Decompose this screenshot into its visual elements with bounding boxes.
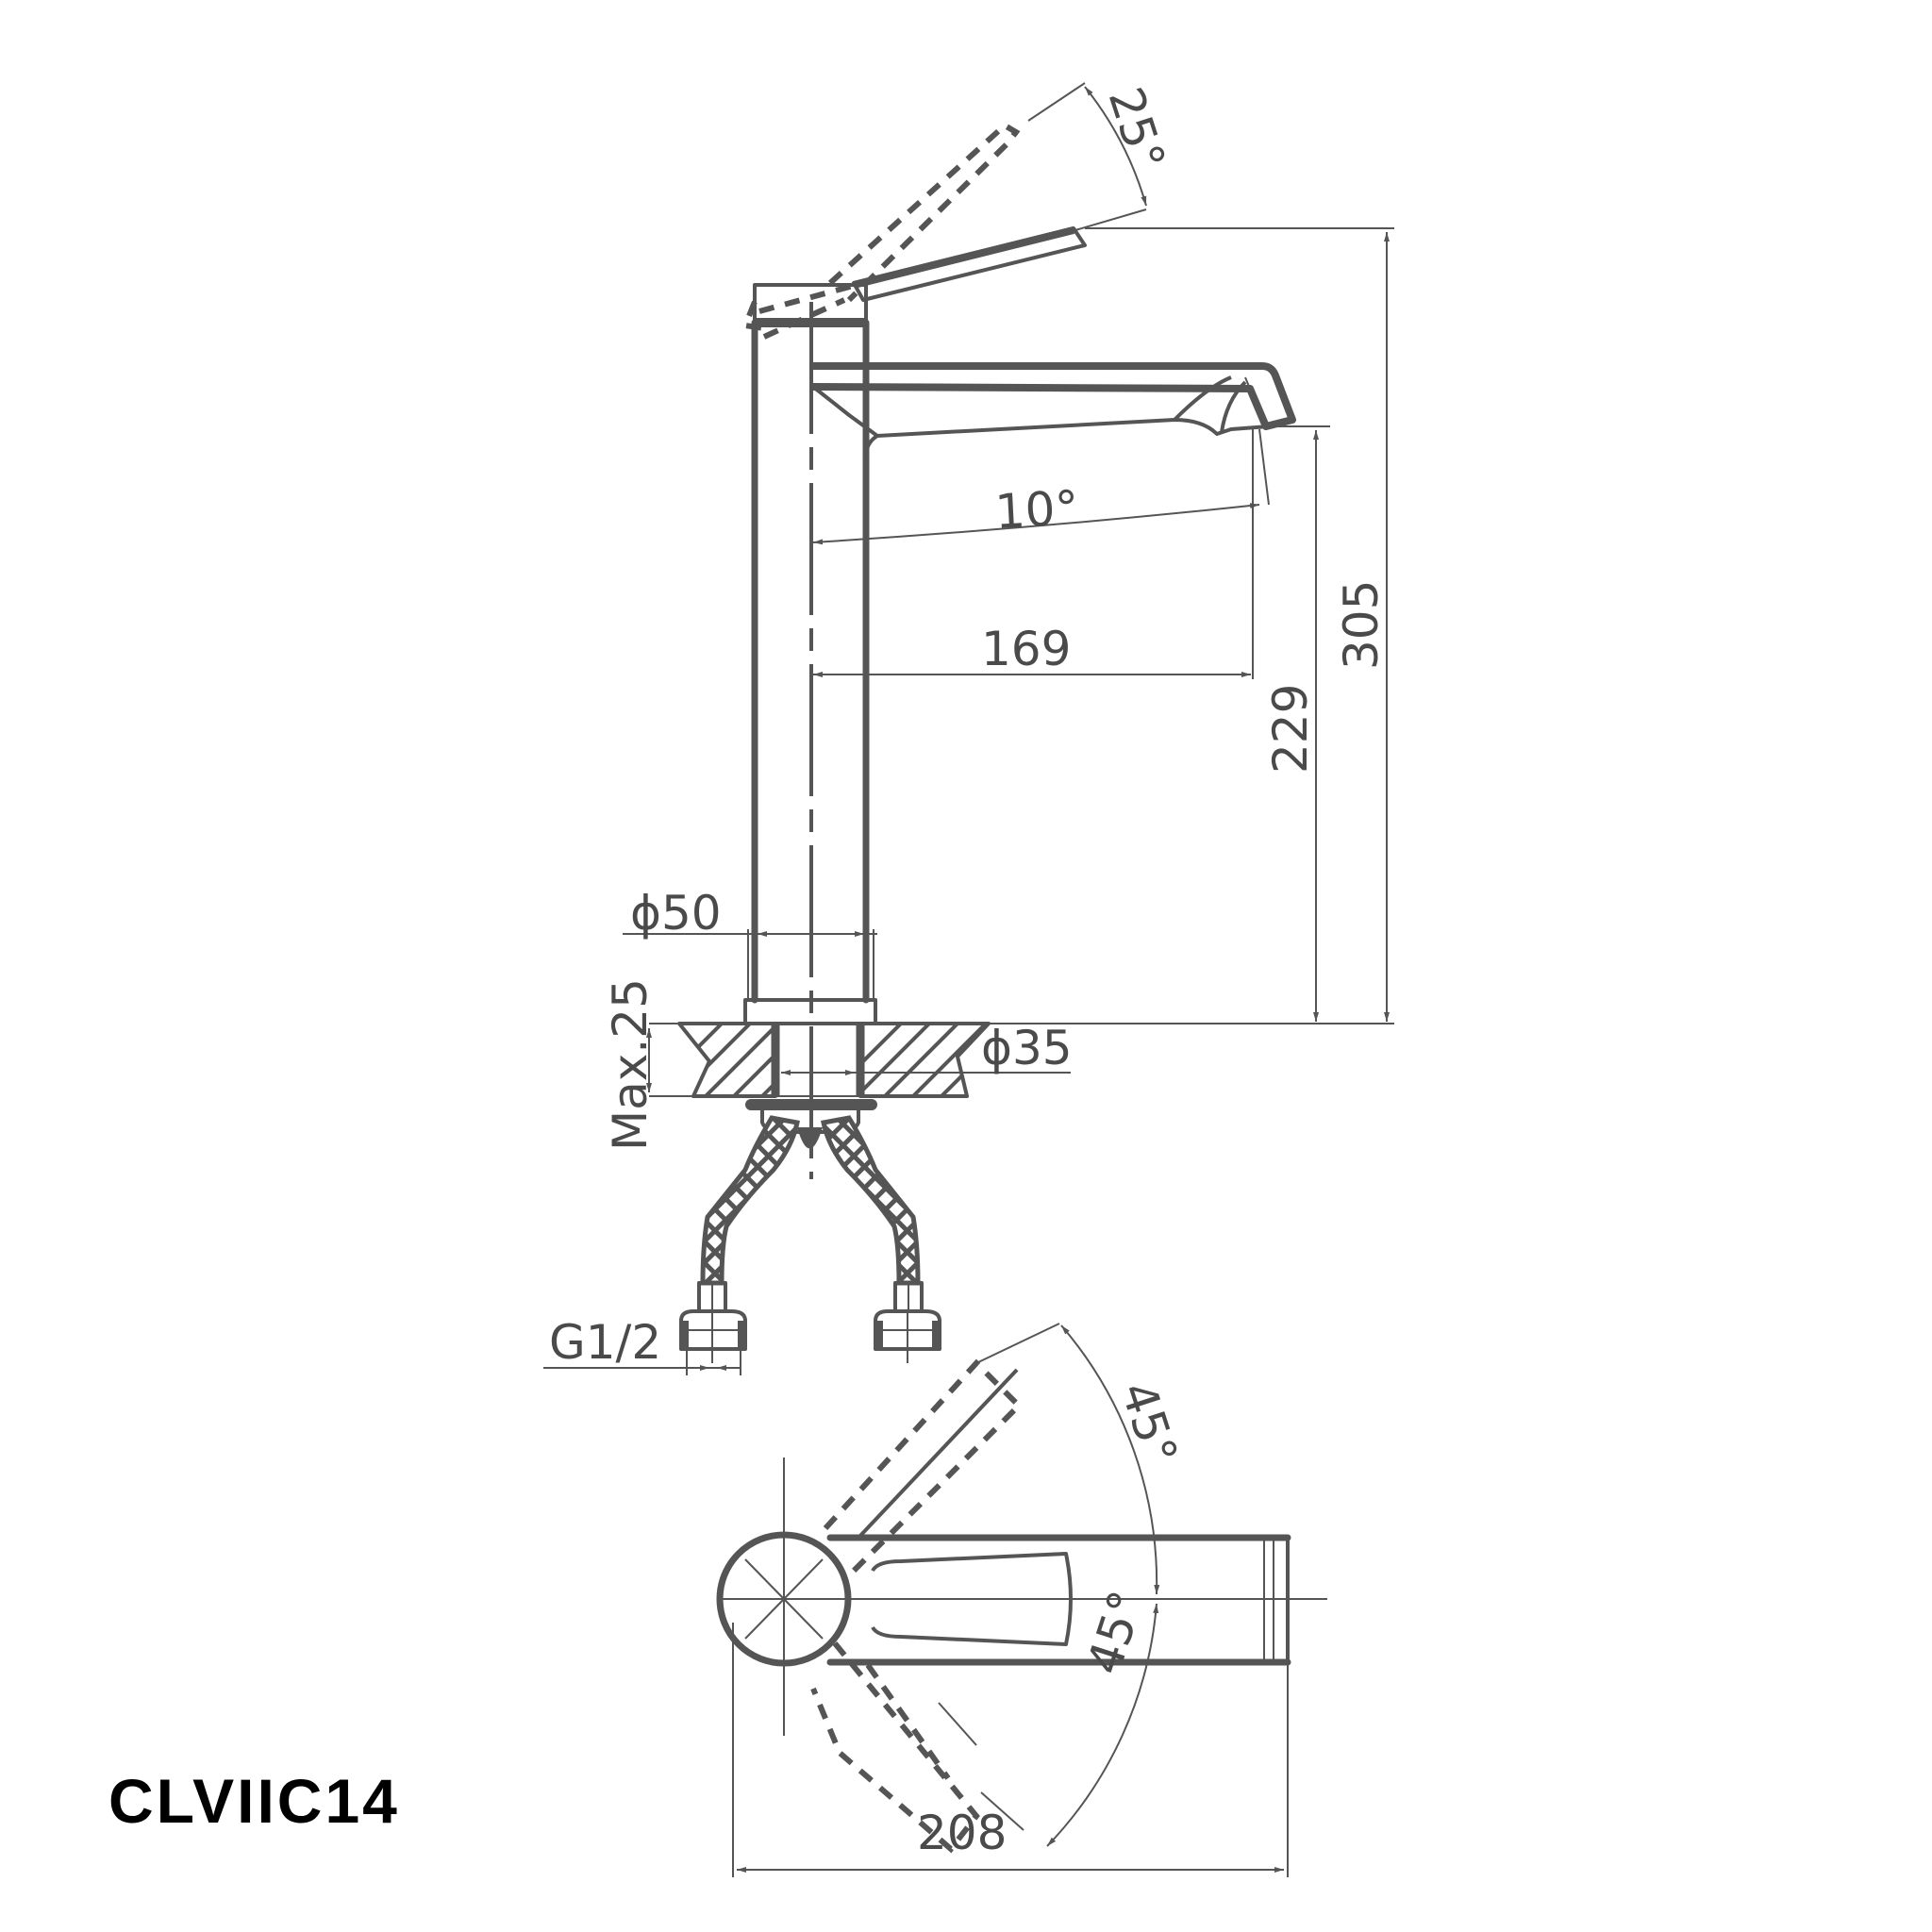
model-code-label: CLVIIC14 (108, 1766, 400, 1836)
top-view: 45° 45° 208 (716, 1323, 1327, 1877)
dim-label-g12: G1/2 (549, 1315, 661, 1370)
hose-connector-left (679, 1309, 747, 1363)
dim-hole-diameter: ϕ35 (781, 1021, 1073, 1075)
base-flange (743, 998, 877, 1025)
dim-body-diameter: ϕ50 (623, 886, 877, 1000)
dim-label-25-deg: 25° (1098, 81, 1176, 177)
dim-label-d35: ϕ35 (981, 1021, 1073, 1075)
dim-label-305: 305 (1334, 580, 1389, 670)
dim-spout-angle: 10° (812, 428, 1270, 545)
dim-spout-reach: 169 (813, 429, 1254, 679)
side-view: 25° 10° 169 229 305 (543, 81, 1394, 1375)
dim-rotation-upper: 45° (975, 1323, 1189, 1595)
dim-label-208: 208 (917, 1806, 1007, 1860)
body-column (751, 302, 870, 1179)
handle-position-lower-dashed (810, 1641, 980, 1854)
lever-handle-raised-dashed (741, 122, 1021, 340)
dim-label-max25: Max.25 (603, 978, 658, 1151)
hose-connector-right (874, 1309, 941, 1363)
dim-overall-length: 208 (732, 1623, 1289, 1877)
dim-hose-thread: G1/2 (543, 1315, 741, 1375)
handle-plan (871, 1552, 1073, 1646)
dim-total-height: 305 (1334, 232, 1390, 1022)
flexible-hoses (697, 1115, 924, 1313)
dim-label-169: 169 (981, 622, 1071, 676)
dim-label-10-deg: 10° (993, 480, 1080, 540)
dim-label-45-upper: 45° (1110, 1375, 1189, 1472)
upper-handle-edge (857, 1368, 1019, 1540)
handle-position-upper-dashed (823, 1358, 1024, 1574)
dim-label-229: 229 (1263, 684, 1318, 774)
dim-label-d50: ϕ50 (630, 886, 722, 941)
body-plan-circle (716, 1531, 852, 1667)
lever-handle (852, 226, 1087, 302)
dim-handle-angle: 25° (1027, 81, 1176, 231)
dim-outlet-height: 229 (1263, 430, 1319, 1022)
dim-max-thickness: Max.25 (603, 978, 679, 1151)
spout (811, 362, 1296, 454)
